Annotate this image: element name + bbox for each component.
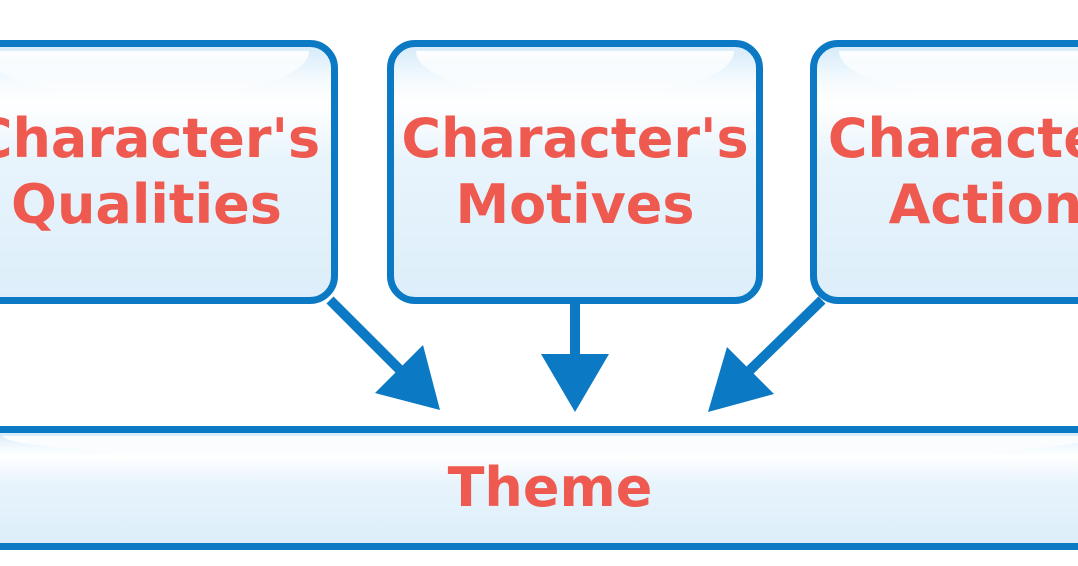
box-character-actions: Character's Actions [810,40,1078,304]
arrow-actions-to-theme [708,296,826,412]
box-label-actions: Character's Actions [817,106,1078,238]
qualities-line1: Character's [0,107,321,170]
box-label-qualities: Character's Qualities [0,106,331,238]
arrow-motives-to-theme [541,304,609,412]
box-label-theme: Theme [447,456,653,519]
arrow-qualities-to-theme [326,296,440,410]
box-label-motives: Character's Motives [394,106,756,238]
box-character-motives: Character's Motives [387,40,763,304]
box-character-qualities: Character's Qualities [0,40,338,304]
box-theme: Theme [0,426,1078,550]
actions-line1: Character's [827,107,1078,170]
motives-line1: Character's [401,107,749,170]
qualities-line2: Qualities [11,173,282,236]
actions-line2: Actions [888,173,1078,236]
motives-line2: Motives [455,173,695,236]
